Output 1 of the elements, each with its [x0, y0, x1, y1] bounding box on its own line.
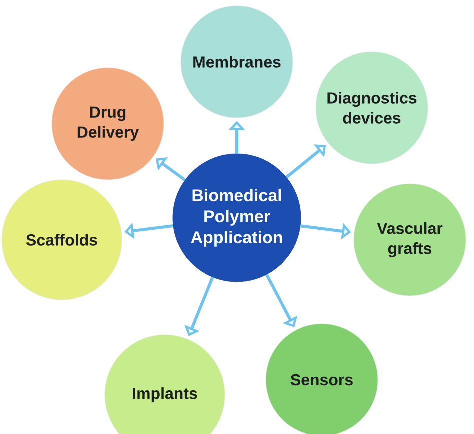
hub-sphere: Biomedical Polymer Application: [172, 154, 302, 282]
